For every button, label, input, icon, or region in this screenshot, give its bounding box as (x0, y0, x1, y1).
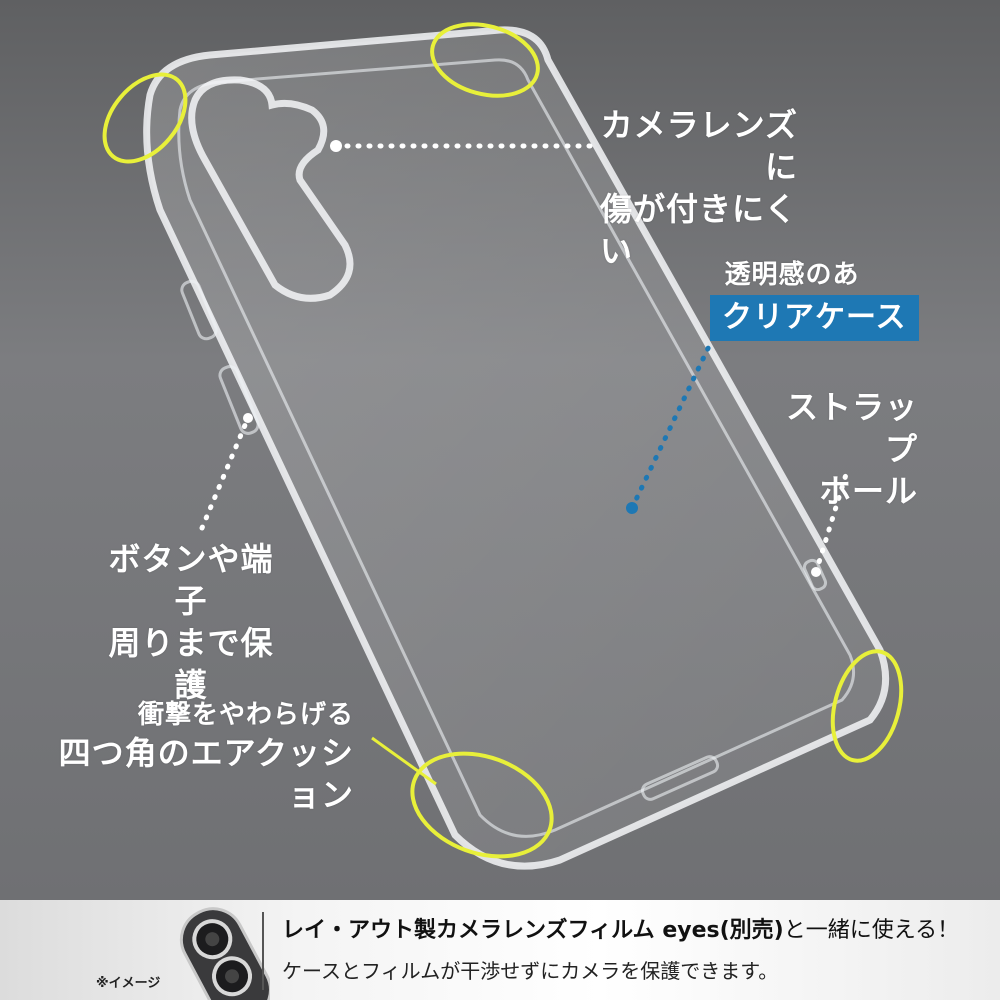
leader-strap-dot (811, 567, 821, 577)
leader-clear-dot (626, 502, 638, 514)
side-button-1 (180, 279, 218, 341)
callout-corners-line1: 衝撃をやわらげる (137, 700, 354, 730)
callout-buttons-line1: ボタンや端子 (108, 540, 274, 620)
bottom-port (640, 755, 720, 801)
footer-headline: レイ・アウト製カメラレンズフィルム eyes(別売)と一緒に使える！ (282, 912, 959, 944)
leader-camera-dot (330, 140, 342, 152)
corner-highlight-top-left (102, 72, 188, 164)
footer-brand-suffix: と一緒に使える！ (783, 918, 960, 943)
footer-divider (262, 912, 264, 990)
leader-buttons (199, 415, 251, 531)
callout-clear-badge: クリアケース (710, 295, 919, 341)
leader-clear (629, 337, 715, 511)
phone-case-illustration (102, 22, 904, 870)
corner-highlight-bottom-right (830, 649, 904, 763)
image-note: ※イメージ (96, 976, 161, 991)
corner-highlight-bottom-left (410, 751, 554, 859)
footer-brand-text: レイ・アウト製カメラレンズフィルム eyes(別売) (282, 918, 784, 943)
callout-strap: ストラップ ホール (770, 386, 918, 512)
callout-buttons-line2: 周りまで保護 (108, 624, 274, 704)
corner-highlight-top-right (430, 22, 540, 98)
camera-cutout (188, 76, 354, 302)
callout-camera: カメラレンズに 傷が付きにくい (600, 104, 798, 272)
callout-corners-line2: 四つ角のエアクッション (58, 734, 354, 814)
side-button-2 (218, 365, 260, 435)
leader-strap (813, 465, 851, 575)
leader-corners (371, 736, 437, 786)
callout-strap-line2: ホール (818, 472, 918, 510)
callout-corners: 衝撃をやわらげる 四つ角のエアクッション (44, 698, 354, 816)
callout-buttons: ボタンや端子 周りまで保護 (96, 538, 286, 706)
strap-hole (802, 558, 828, 592)
callout-camera-line1: カメラレンズに (600, 106, 798, 186)
leader-buttons-dot (243, 413, 253, 423)
case-outline (143, 26, 890, 870)
product-stage: カメラレンズに 傷が付きにくい 透明感のある クリアケース ストラップ ホール … (0, 0, 1000, 900)
lens-film-image (179, 907, 270, 1000)
footer-description: ケースとフィルムが干渉せずにカメラを保護できます。 (282, 959, 779, 983)
callout-camera-line2: 傷が付きにくい (600, 190, 798, 270)
footer-banner: ※イメージ (0, 900, 1000, 1000)
callout-strap-line1: ストラップ (785, 388, 918, 468)
